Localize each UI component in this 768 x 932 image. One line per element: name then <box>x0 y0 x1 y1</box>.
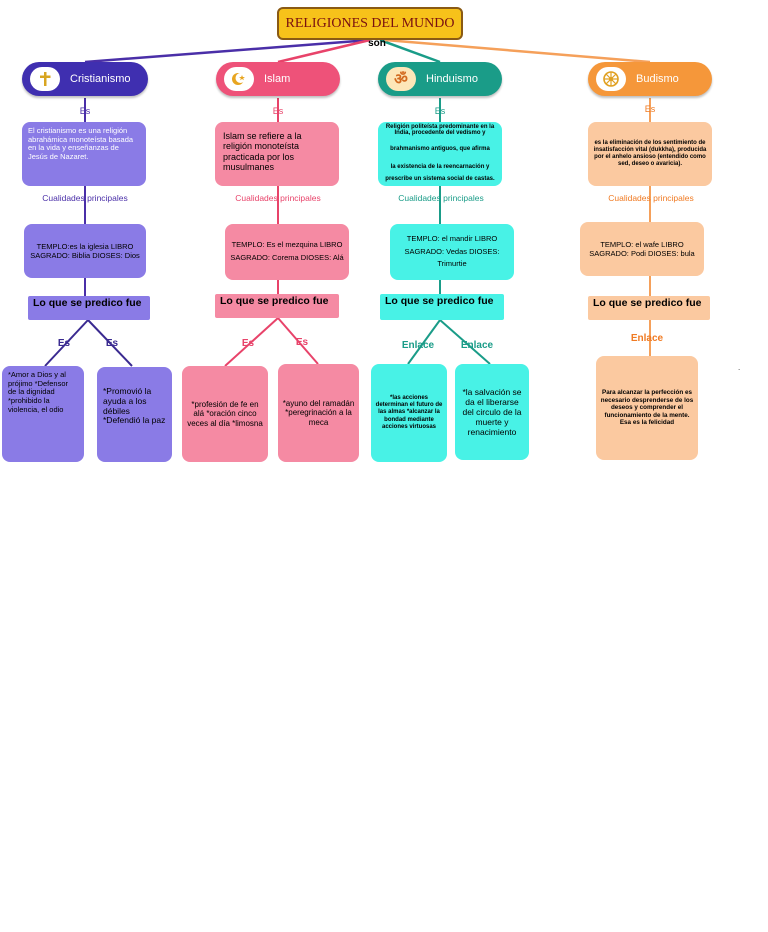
islam-left-box: *profesión de fe en alá *oración cinco v… <box>182 366 268 462</box>
om-icon: ॐ <box>386 67 416 91</box>
cristianismo-header: Cristianismo <box>22 62 148 96</box>
hinduismo-es-label: Es <box>434 106 446 116</box>
budismo-qualities: TEMPLO: el wafe LIBRO SAGRADO: Podi DIOS… <box>580 222 704 276</box>
islam-right-box: *ayuno del ramadán *peregrinación a la m… <box>278 364 359 462</box>
islam-es-label: Es <box>272 106 284 116</box>
cristianismo-predico: Lo que se predico fue <box>28 296 150 320</box>
hinduismo-left-box: *las acciones determinan el futuro de la… <box>371 364 447 462</box>
hinduismo-definition: Religión politeísta predominante en la I… <box>378 122 502 186</box>
budismo-bottom-box: Para alcanzar la perfección es necesario… <box>596 356 698 460</box>
hinduismo-right-box: *la salvación se da el liberarse del cir… <box>455 364 529 460</box>
cristianismo-definition: El cristianismo es una religión abrahámi… <box>22 122 146 186</box>
crescent-star-icon <box>224 67 254 91</box>
budismo-es-label: Es <box>644 104 656 114</box>
islam-header: Islam <box>216 62 340 96</box>
hinduismo-definition-line-2: brahmanismo antiguos, que afirma <box>390 146 490 152</box>
budismo-definition: es la eliminación de los sentimiento de … <box>588 122 712 186</box>
hinduismo-header: ॐ Hinduismo <box>378 62 502 96</box>
cristianismo-es-left: Es <box>57 338 71 349</box>
cristianismo-cualidades-label: Cualidades principales <box>42 193 128 203</box>
islam-cualidades-label: Cualidades principales <box>235 193 321 203</box>
cristianismo-name: Cristianismo <box>70 73 131 85</box>
dharma-wheel-icon <box>596 67 626 91</box>
hinduismo-definition-line-4: prescribe un sistema social de castas. <box>385 176 495 182</box>
hinduismo-definition-line-3: la existencia de la reencarnación y <box>390 164 490 170</box>
cristianismo-es-right: Es <box>105 338 119 349</box>
hinduismo-definition-line-1: Religión politeísta predominante en la I… <box>385 124 495 136</box>
hinduismo-enlace-right: Enlace <box>460 340 494 351</box>
islam-predico: Lo que se predico fue <box>215 294 339 318</box>
hinduismo-qualities: TEMPLO: el mandir LIBRO SAGRADO: Vedas D… <box>390 224 514 280</box>
cross-icon <box>30 67 60 91</box>
om-glyph: ॐ <box>394 71 408 88</box>
hinduismo-name: Hinduismo <box>426 73 478 85</box>
hinduismo-enlace-left: Enlace <box>401 340 435 351</box>
budismo-name: Budismo <box>636 73 679 85</box>
hinduismo-cualidades-label: Cualidades principales <box>398 193 484 203</box>
map-title: RELIGIONES DEL MUNDO <box>277 7 463 40</box>
stray-dot: . <box>738 363 741 372</box>
cristianismo-right-box: *Promovió la ayuda a los débiles *Defend… <box>97 367 172 462</box>
islam-es-right: Es <box>295 337 309 348</box>
budismo-predico: Lo que se predico fue <box>588 296 710 320</box>
cristianismo-left-box: *Amor a Dios y al prójimo *Defensor de l… <box>2 366 84 462</box>
islam-es-left: Es <box>241 338 255 349</box>
budismo-cualidades-label: Cualidades principales <box>608 193 694 203</box>
cristianismo-es-label: Es <box>79 106 91 116</box>
islam-name: Islam <box>264 73 291 85</box>
cristianismo-qualities: TEMPLO:es la iglesia LIBRO SAGRADO: Bibl… <box>24 224 146 278</box>
budismo-header: Budismo <box>588 62 712 96</box>
budismo-enlace: Enlace <box>630 333 664 344</box>
son-label: son <box>368 38 386 49</box>
islam-definition: Islam se refiere a la religión monoteíst… <box>215 122 339 186</box>
hinduismo-predico: Lo que se predico fue <box>380 294 504 320</box>
islam-qualities: TEMPLO: Es el mezquina LIBRO SAGRADO: Co… <box>225 224 349 280</box>
